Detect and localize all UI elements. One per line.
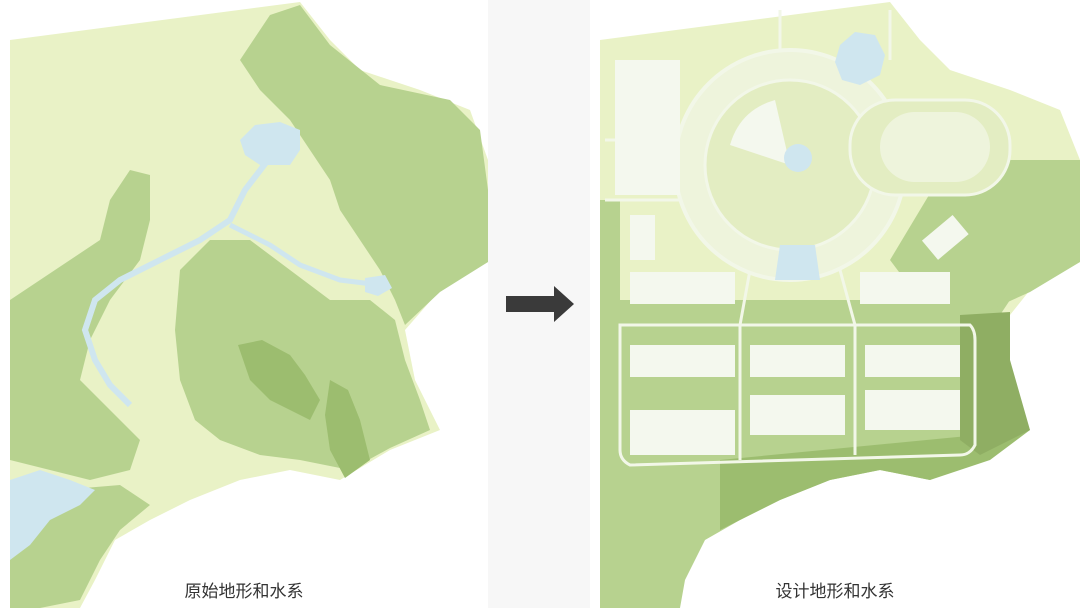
water-river-east xyxy=(228,222,381,288)
water-plaza-south xyxy=(775,245,820,280)
design-plaza-sector xyxy=(730,100,790,165)
design-land-darkest-east xyxy=(960,312,1030,455)
right-caption: 设计地形和水系 xyxy=(775,582,895,602)
original-terrain-svg xyxy=(10,2,488,608)
water-pond-north xyxy=(240,122,300,165)
design-buildings xyxy=(615,60,969,455)
design-east-oval-inner xyxy=(880,112,990,182)
terrain-land-mid-center xyxy=(175,240,430,470)
water-plaza-fountain xyxy=(784,144,812,172)
original-terrain-map: 原始地形和水系 xyxy=(0,0,488,608)
water-pond-east xyxy=(365,275,392,296)
right-arrow-icon xyxy=(502,284,578,328)
terrain-land-mid-west xyxy=(10,170,150,480)
water-pond-north xyxy=(835,32,885,85)
designed-terrain-map: 设计地形和水系 xyxy=(590,0,1080,608)
water-lake-southwest xyxy=(10,470,95,560)
designed-terrain-svg xyxy=(600,2,1080,608)
terrain-land-mid-ne xyxy=(240,5,488,325)
terrain-land-dark-2 xyxy=(325,380,370,478)
left-caption: 原始地形和水系 xyxy=(184,582,304,602)
water-river xyxy=(81,158,271,408)
terrain-land-dark-1 xyxy=(238,340,320,420)
